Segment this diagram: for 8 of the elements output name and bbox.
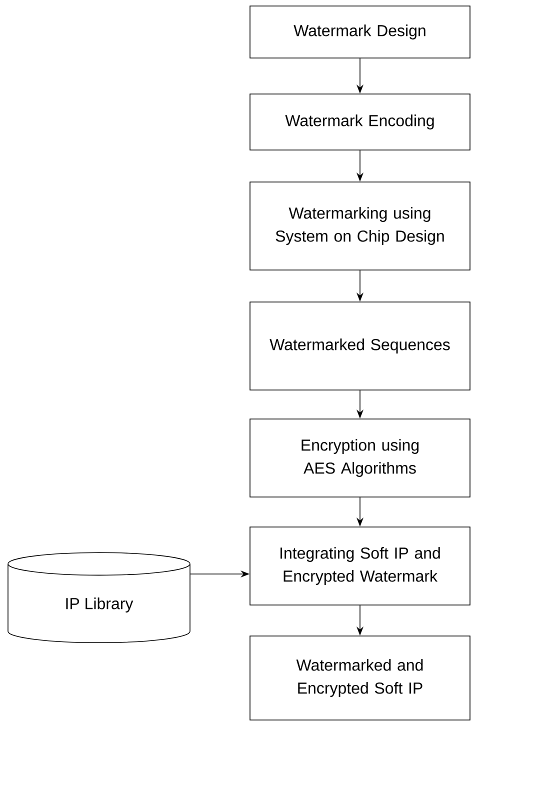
process-box: Encryption using AES Algorithms <box>250 418 470 498</box>
process-box: Watermark Encoding <box>250 94 470 150</box>
process-box: Integrating Soft IP and Encrypted Watermark <box>250 526 470 606</box>
process-box: Watermarked and Encrypted Soft IP <box>250 636 470 720</box>
process-box: Watermarking using System on Chip Design <box>250 182 470 270</box>
process-box: Watermark Design <box>250 6 470 58</box>
process-box: Watermarked Sequences <box>250 302 470 390</box>
storage-cylinder: IP Library <box>8 552 190 644</box>
